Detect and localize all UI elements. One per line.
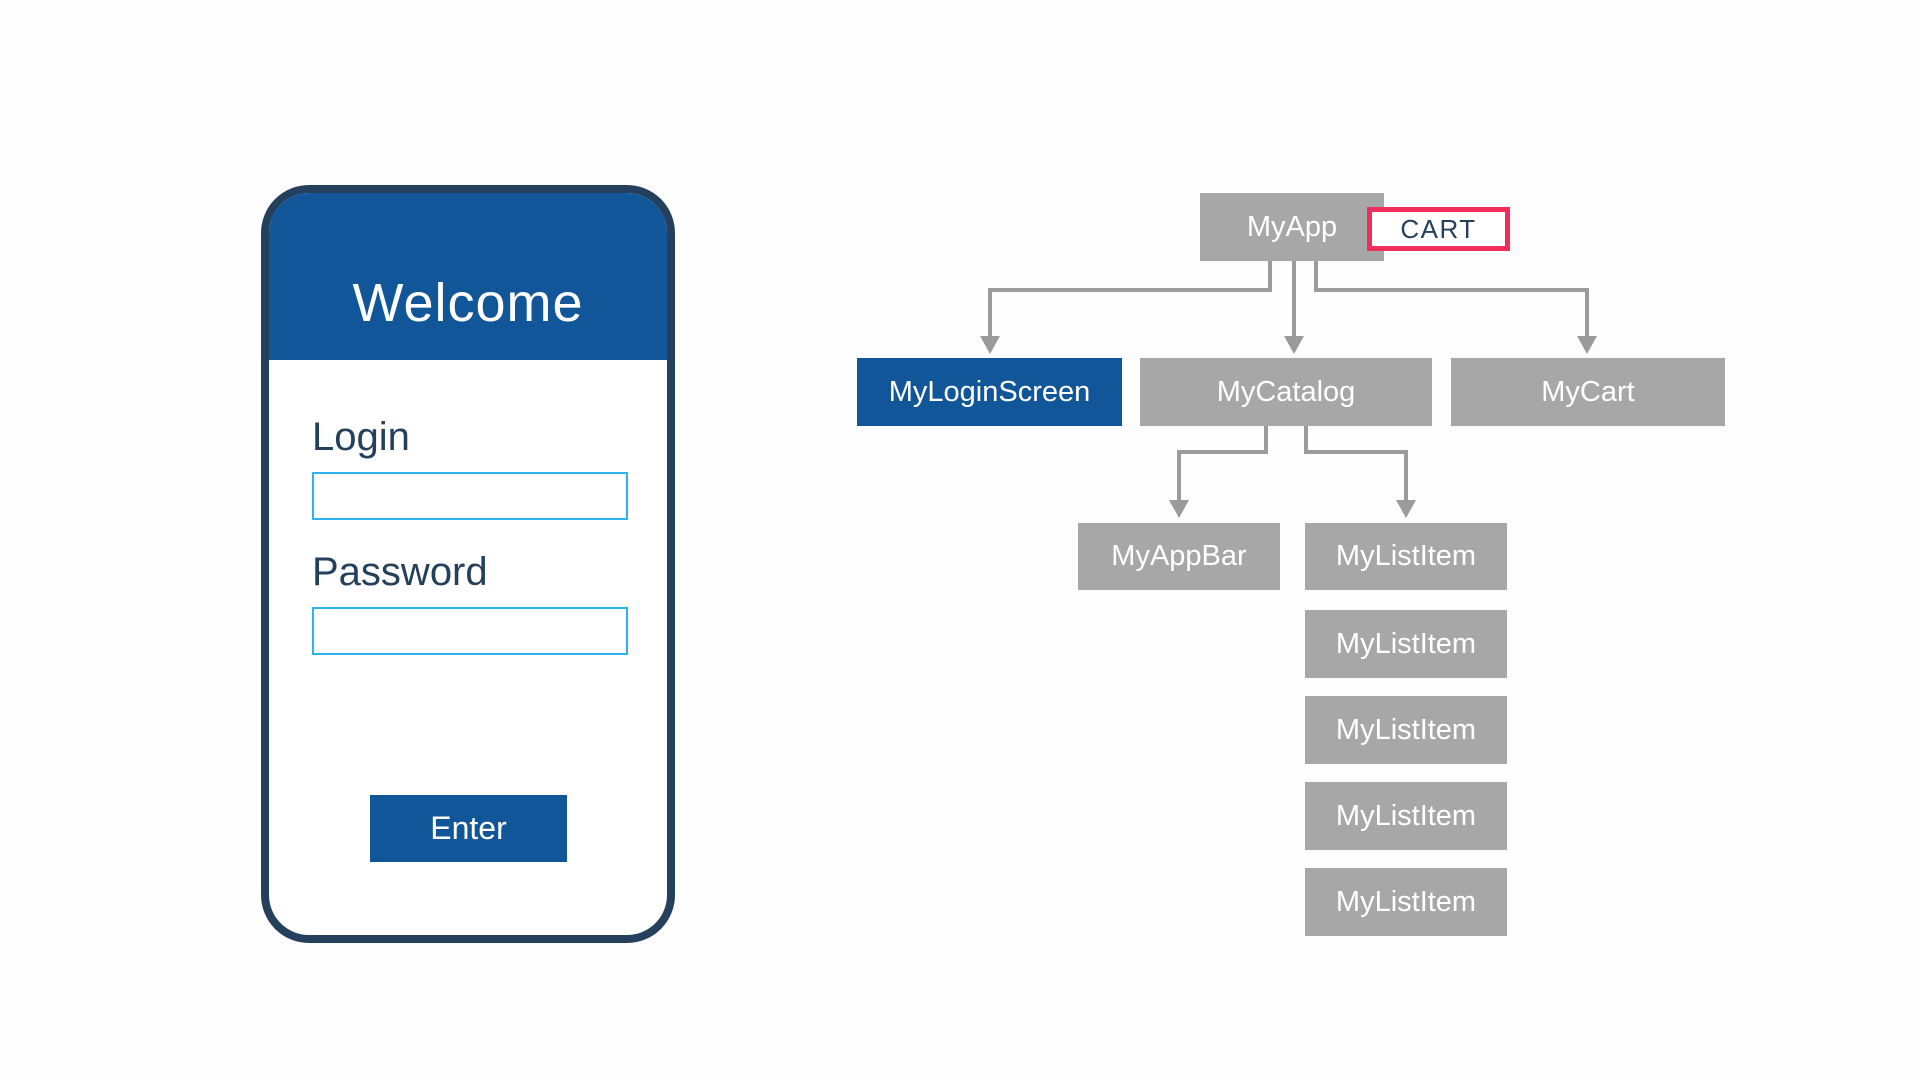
password-input[interactable] [312,607,628,655]
login-input[interactable] [312,472,628,520]
tree-node-mycart: MyCart [1451,358,1725,426]
password-label: Password [312,550,488,594]
arrowhead-myloginscreen [980,336,1000,354]
arrowhead-mycatalog [1284,336,1304,354]
phone-mockup: Welcome Login Password Enter [261,185,675,943]
tree-node-mylistitem-5: MyListItem [1305,868,1507,936]
login-label: Login [312,415,410,459]
arrowhead-mycart [1577,336,1597,354]
phone-header: Welcome [269,193,667,360]
cart-badge: CART [1367,207,1510,251]
tree-node-mylistitem-4: MyListItem [1305,782,1507,850]
edge-myapp-myloginscreen [988,261,1272,338]
edge-mycatalog-mylistitem [1304,426,1408,502]
tree-node-mycatalog: MyCatalog [1140,358,1432,426]
tree-node-mylistitem-1: MyListItem [1305,523,1507,590]
tree-node-myloginscreen: MyLoginScreen [857,358,1122,426]
welcome-title: Welcome [352,273,584,333]
tree-node-mylistitem-2: MyListItem [1305,610,1507,678]
tree-node-mylistitem-3: MyListItem [1305,696,1507,764]
enter-button[interactable]: Enter [370,795,567,862]
edge-mycatalog-myappbar [1177,426,1268,502]
arrowhead-myappbar [1169,500,1189,518]
edge-myapp-mycart [1314,261,1589,338]
tree-node-myapp: MyApp [1200,193,1384,261]
tree-node-myappbar: MyAppBar [1078,523,1280,590]
arrowhead-mylistitem [1396,500,1416,518]
